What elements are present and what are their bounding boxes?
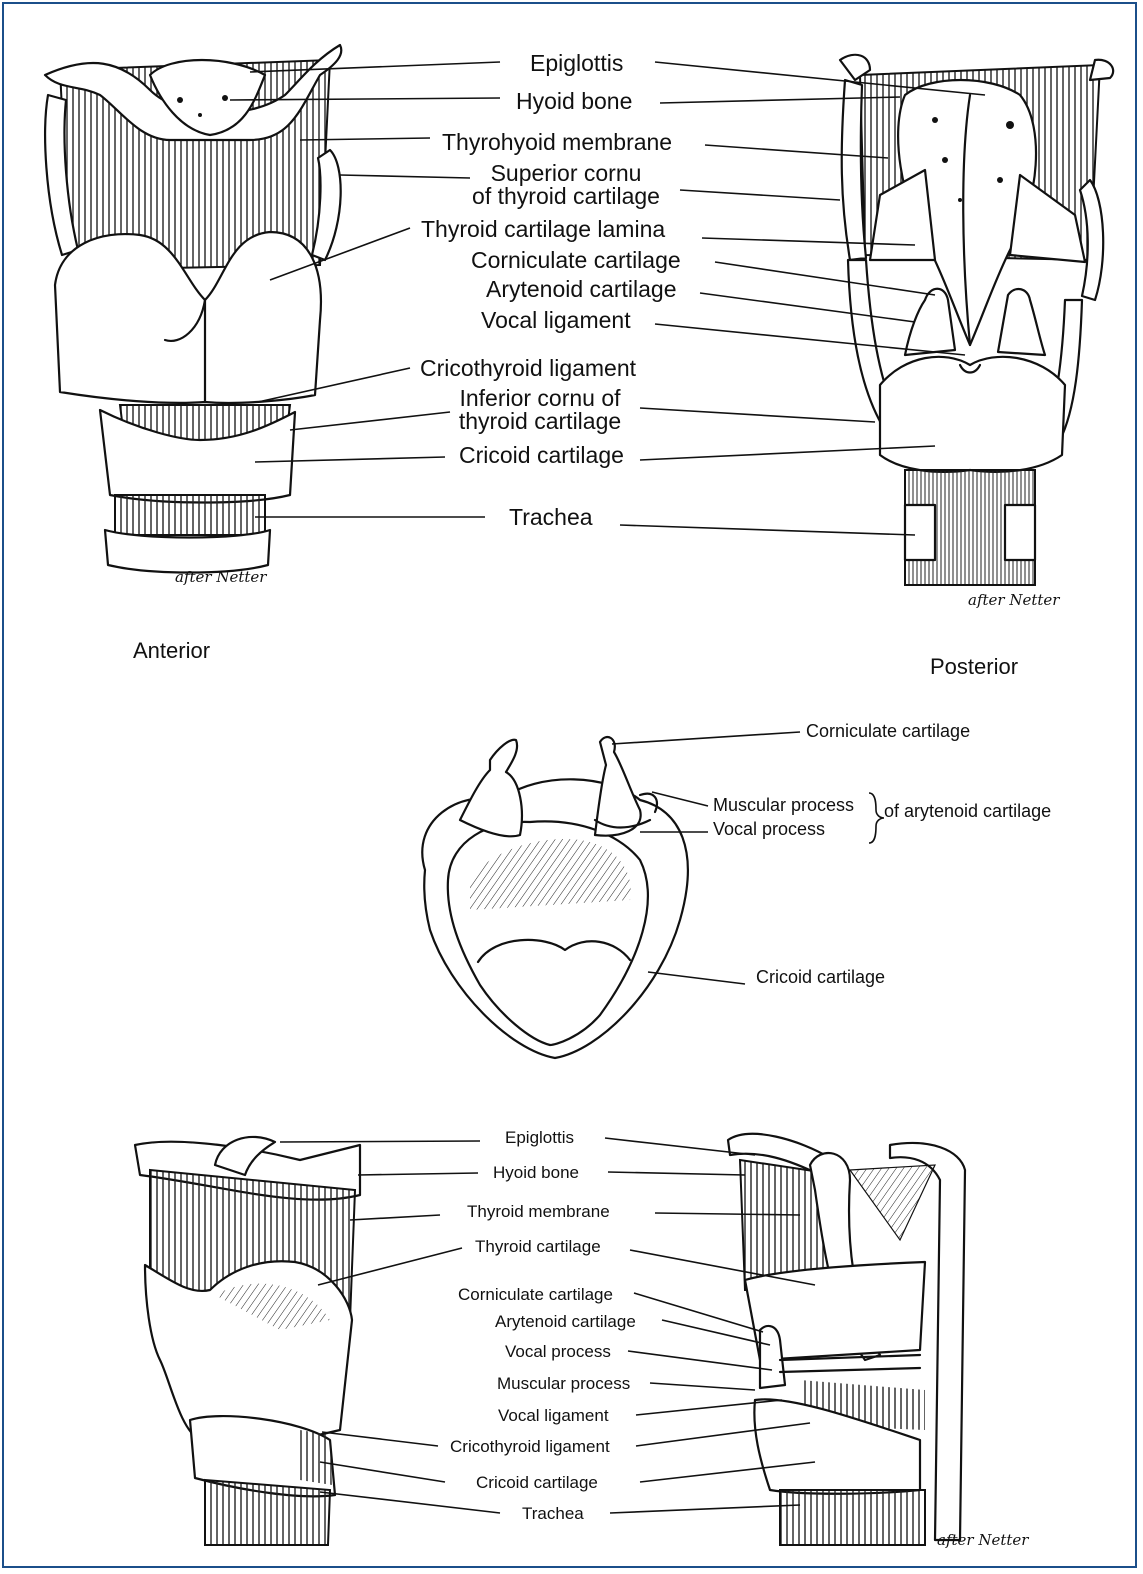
label-bottom-vocal-process: Vocal process [505,1343,611,1360]
posterior-cricoid-cartilage [880,357,1065,472]
label-superior-cornu: Superior cornu of thyroid cartilage [456,162,676,207]
label-superior-cornu-line1: Superior cornu [456,162,676,185]
label-bottom-trachea: Trachea [522,1505,584,1522]
label-corniculate-cartilage: Corniculate cartilage [471,249,681,272]
label-bottom-cricoid-cartilage: Cricoid cartilage [476,1474,598,1491]
label-thyroid-cartilage-lamina: Thyroid cartilage lamina [421,218,665,241]
label-inferior-cornu: Inferior cornu of thyroid cartilage [445,387,635,432]
label-bottom-cricothyroid-ligament: Cricothyroid ligament [450,1438,610,1455]
label-trachea: Trachea [509,506,593,529]
label-arytenoid-cartilage: Arytenoid cartilage [486,278,677,301]
label-bottom-vocal-ligament: Vocal ligament [498,1407,609,1424]
label-bottom-thyroid-cartilage: Thyroid cartilage [475,1238,601,1255]
credit-bottom: after Netter [937,1533,1028,1548]
label-mid-muscular-process: Muscular process [713,796,854,814]
label-thyrohyoid-membrane: Thyrohyoid membrane [442,131,672,154]
label-superior-cornu-line2: of thyroid cartilage [456,185,676,208]
label-mid-cricoid-cartilage: Cricoid cartilage [756,968,885,986]
label-bottom-hyoid-bone: Hyoid bone [493,1164,579,1181]
label-mid-of-arytenoid-cartilage: of arytenoid cartilage [884,802,1051,820]
label-bottom-arytenoid-cartilage: Arytenoid cartilage [495,1313,636,1330]
view-title-posterior: Posterior [930,656,1018,678]
label-mid-corniculate-cartilage: Corniculate cartilage [806,722,970,740]
label-inferior-cornu-line1: Inferior cornu of [445,387,635,410]
posterior-view-drawing [840,55,1113,585]
label-bottom-epiglottis: Epiglottis [505,1129,574,1146]
label-bottom-thyroid-membrane: Thyroid membrane [467,1203,610,1220]
label-bottom-corniculate-cartilage: Corniculate cartilage [458,1286,613,1303]
anterior-view-drawing [45,45,341,573]
bottom-right-drawing [728,1134,965,1545]
label-cricothyroid-ligament: Cricothyroid ligament [420,357,636,380]
cricoid-superior-view-drawing [422,737,688,1058]
view-title-anterior: Anterior [133,640,210,662]
label-inferior-cornu-line2: thyroid cartilage [445,410,635,433]
label-bottom-muscular-process: Muscular process [497,1375,630,1392]
label-vocal-ligament: Vocal ligament [481,309,631,332]
label-hyoid-bone: Hyoid bone [516,90,632,113]
credit-anterior: after Netter [175,570,266,585]
bottom-left-drawing [135,1137,360,1545]
credit-posterior: after Netter [968,593,1059,608]
label-cricoid-cartilage: Cricoid cartilage [459,444,624,467]
label-mid-vocal-process: Vocal process [713,820,825,838]
label-epiglottis: Epiglottis [530,52,623,75]
